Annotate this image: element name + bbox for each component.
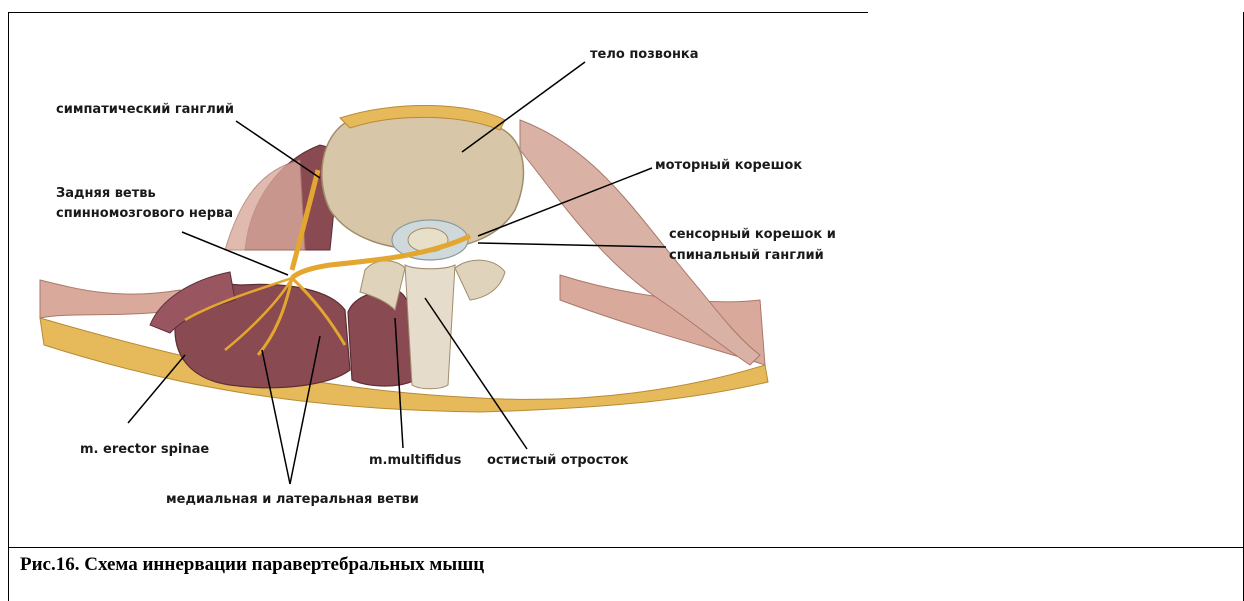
right-lamina — [455, 260, 505, 300]
spinous-process — [405, 265, 455, 389]
label-erector-spinae: m. erector spinae — [80, 440, 209, 459]
label-medial-lateral-branches: медиальная и латеральная ветви — [166, 490, 419, 509]
left-fascia — [225, 160, 305, 250]
label-multifidus: m.multifidus — [369, 451, 461, 470]
multifidus-muscle — [348, 291, 416, 386]
label-posterior-branch-line1: Задняя ветвь — [56, 184, 156, 203]
figure-caption: Рис.16. Схема иннервации паравертебральн… — [20, 554, 484, 576]
label-spinous-process: остистый отросток — [487, 451, 629, 470]
label-sympathetic-ganglion: симпатический ганглий — [56, 100, 234, 119]
label-vertebral-body: тело позвонка — [590, 45, 699, 64]
caption-divider — [8, 547, 1244, 548]
label-sensory-root-line1: сенсорный корешок и — [669, 225, 836, 244]
label-sensory-root-line2: спинальный ганглий — [669, 246, 824, 265]
label-posterior-branch-line2: спинномозгового нерва — [56, 204, 233, 223]
label-motor-root: моторный корешок — [655, 156, 802, 175]
